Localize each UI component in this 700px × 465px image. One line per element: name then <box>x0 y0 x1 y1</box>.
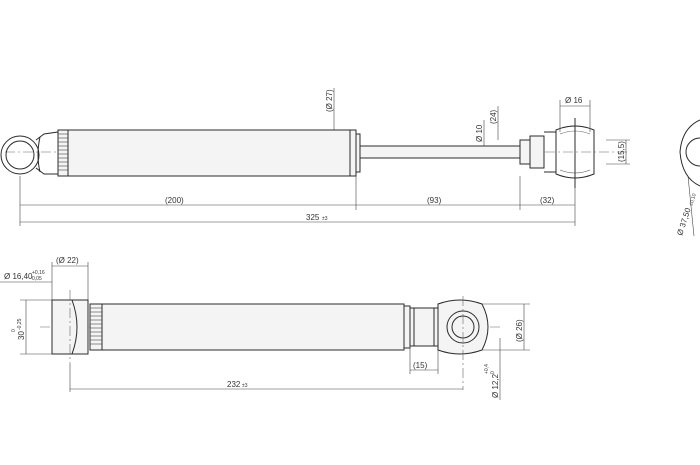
dim-side-view-radius: Ø 37,50 <box>675 206 693 236</box>
dim-end-eye-bore: Ø 16,40 <box>4 272 33 281</box>
dim-eye-pin-diameter: Ø 16 <box>565 96 583 105</box>
top-view-dimensions: (Ø 27) Ø 10 (24) Ø 16 (15,5) (200) (93) … <box>19 88 698 237</box>
top-piston-rod <box>359 145 521 159</box>
dim-end-eye-bore-tol-lower: 0,05 <box>32 276 42 282</box>
dim-eye-bore-tol-lower: 0 <box>490 371 496 374</box>
top-view-shock-absorber <box>0 118 700 188</box>
dim-rod-diameter: Ø 10 <box>475 124 484 142</box>
bottom-body <box>101 303 405 351</box>
top-body-cap-lip <box>355 133 361 173</box>
top-knurl-lines <box>58 133 68 171</box>
top-left-eye-outer <box>0 135 40 175</box>
dim-eye-height: (15,5) <box>617 141 626 162</box>
dim-bottom-total-length-tol: ±3 <box>242 383 248 389</box>
bottom-view-shock-absorber <box>40 290 500 390</box>
top-body <box>67 129 351 177</box>
bottom-knurl-lines <box>90 307 102 345</box>
bottom-left-eye-curve <box>71 299 78 355</box>
dim-end-eye-length-tol-lower: -0,25 <box>17 318 23 330</box>
top-rod-nut <box>519 139 531 165</box>
dim-bottom-total-length: 232 <box>227 380 241 389</box>
dim-body-diameter: (Ø 27) <box>325 89 334 112</box>
top-body-cap <box>349 129 357 177</box>
dim-total-length: 325 <box>306 213 320 222</box>
dim-end-eye-length: 30 <box>17 331 26 340</box>
dim-end-eye-width: (Ø 22) <box>56 256 79 265</box>
dim-rod-length: (93) <box>427 196 442 205</box>
bottom-view-dimensions: Ø 16,40 +0,16 0,05 (Ø 22) 30 0 -0,25 (15… <box>0 256 530 400</box>
bottom-sleeve <box>409 307 439 347</box>
dim-eye-bore: Ø 12,2 <box>491 373 500 398</box>
top-left-neck-curve <box>37 136 41 173</box>
top-bracket-block <box>529 135 545 169</box>
top-knurl-ring <box>57 129 69 177</box>
dim-bracket-depth: (24) <box>489 109 498 124</box>
dim-eye-bore-tol-upper: +0,4 <box>484 364 490 374</box>
bottom-knurl-ring <box>89 303 103 351</box>
dim-eye-outer-diameter: (Ø 26) <box>515 319 524 342</box>
dim-total-length-tol: ±3 <box>322 216 328 222</box>
dim-cap-length: (15) <box>413 361 428 370</box>
side-view-partial-outline <box>679 119 700 187</box>
top-left-eye-inner <box>5 140 35 170</box>
dim-body-length: (200) <box>165 196 184 205</box>
dim-end-eye-bore-tol-upper: +0,16 <box>32 270 45 276</box>
side-view-partial-circle <box>685 137 700 167</box>
dim-side-view-radius-tol: ±0,10 <box>688 193 698 207</box>
dim-end-eye-length-tol-upper: 0 <box>11 329 17 332</box>
dim-eye-offset: (32) <box>540 196 555 205</box>
bottom-body-cap <box>403 305 411 349</box>
top-right-eye <box>555 125 595 179</box>
